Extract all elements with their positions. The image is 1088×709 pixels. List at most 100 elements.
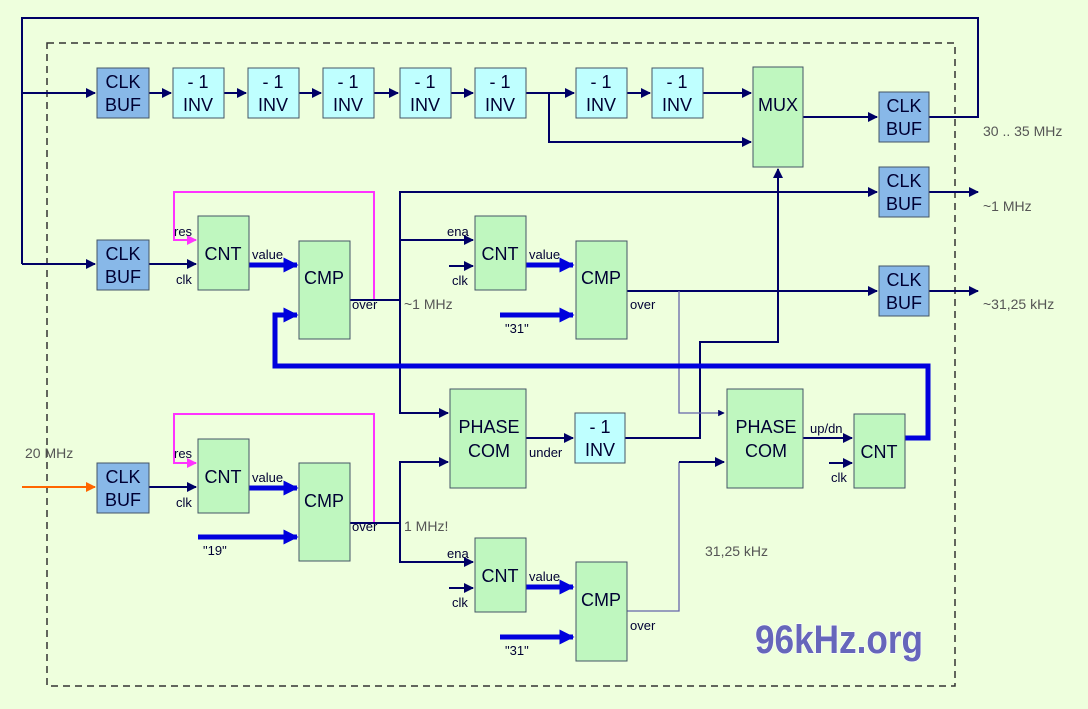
wires bbox=[21, 17, 979, 645]
cnt-5: CNT bbox=[853, 413, 906, 489]
const-19: "19" bbox=[203, 543, 227, 558]
cnt-1: CNT bbox=[197, 215, 250, 291]
label-1mhz-excl: 1 MHz! bbox=[404, 518, 448, 534]
port-value-2: value bbox=[529, 247, 560, 262]
port-res-1: res bbox=[174, 224, 193, 239]
clk-buf-e: CLK BUF bbox=[878, 166, 930, 218]
cmp-2: CMP bbox=[575, 240, 628, 340]
wire-mux-bypass bbox=[548, 93, 752, 147]
label-20mhz-in: 20 MHz bbox=[25, 445, 73, 461]
port-over-2: over bbox=[630, 297, 656, 312]
clk-buf-e-line1: CLK bbox=[886, 171, 921, 191]
frequency-labels: 30 .. 35 MHz ~1 MHz ~31,25 kHz ~1 MHz 1 … bbox=[25, 123, 1062, 559]
cnt-3: CNT bbox=[197, 438, 250, 514]
cnt-5-label: CNT bbox=[861, 442, 898, 462]
clk-buf-d-line2: BUF bbox=[886, 119, 922, 139]
phase-com-2: PHASE COM bbox=[726, 388, 804, 489]
inv-6-line1: - 1 bbox=[590, 72, 611, 92]
port-clk-5: clk bbox=[831, 470, 847, 485]
inv-8: - 1 INV bbox=[574, 412, 626, 464]
cnt-3-label: CNT bbox=[205, 467, 242, 487]
inv-4-line2: INV bbox=[410, 95, 440, 115]
clk-buf-e-line2: BUF bbox=[886, 194, 922, 214]
phase-com-2-line1: PHASE bbox=[735, 417, 796, 437]
port-over-3: over bbox=[352, 519, 378, 534]
inv-6-line2: INV bbox=[586, 95, 616, 115]
port-clk-4: clk bbox=[452, 595, 468, 610]
port-value-4: value bbox=[529, 569, 560, 584]
inv-8-line2: INV bbox=[585, 440, 615, 460]
cmp-1: CMP bbox=[298, 240, 351, 340]
clk-buf-c-line1: CLK bbox=[105, 467, 140, 487]
wire-31k-b bbox=[627, 462, 680, 612]
clk-buf-b-line1: CLK bbox=[105, 244, 140, 264]
label-out-31khz: ~31,25 kHz bbox=[983, 296, 1054, 312]
port-clk-2: clk bbox=[452, 273, 468, 288]
inv-1-line2: INV bbox=[183, 95, 213, 115]
label-out-1mhz: ~1 MHz bbox=[983, 198, 1032, 214]
inv-3-line2: INV bbox=[333, 95, 363, 115]
port-over-1: over bbox=[352, 297, 378, 312]
clk-buf-c-line2: BUF bbox=[105, 490, 141, 510]
phase-com-1-line1: PHASE bbox=[458, 417, 519, 437]
cnt-2-label: CNT bbox=[482, 244, 519, 264]
clk-buf-b-line2: BUF bbox=[105, 267, 141, 287]
cnt-4-label: CNT bbox=[482, 566, 519, 586]
port-value-1: value bbox=[252, 247, 283, 262]
inv-5-line1: - 1 bbox=[489, 72, 510, 92]
wire-1mhz-b bbox=[350, 457, 449, 524]
port-labels: res clk value over ena clk value over re… bbox=[174, 224, 847, 658]
cmp-2-label: CMP bbox=[581, 268, 621, 288]
inv-7-line1: - 1 bbox=[666, 72, 687, 92]
port-ena-4: ena bbox=[447, 546, 469, 561]
bus-updn-feedback bbox=[272, 307, 931, 441]
cnt-2: CNT bbox=[474, 215, 527, 291]
label-31khz-mid: 31,25 kHz bbox=[705, 543, 768, 559]
wire-to-phase2 bbox=[678, 291, 725, 417]
inv-7: - 1 INV bbox=[651, 67, 704, 119]
port-clk-1: clk bbox=[176, 272, 192, 287]
phase-com-2-line2: COM bbox=[745, 441, 787, 461]
clk-buf-a: CLK BUF bbox=[96, 67, 150, 119]
cmp-1-label: CMP bbox=[304, 268, 344, 288]
clk-buf-f: CLK BUF bbox=[878, 265, 930, 317]
inv-1-line1: - 1 bbox=[187, 72, 208, 92]
wire-to-phase1 bbox=[399, 300, 449, 418]
clk-buf-d-line1: CLK bbox=[886, 96, 921, 116]
inv-7-line2: INV bbox=[662, 95, 692, 115]
wire-1mhz-trunk bbox=[350, 187, 878, 301]
clk-buf-b: CLK BUF bbox=[96, 239, 150, 291]
cmp-3: CMP bbox=[298, 462, 351, 562]
const-31-b: "31" bbox=[505, 643, 529, 658]
inv-3: - 1 INV bbox=[322, 67, 375, 119]
clk-buf-f-line1: CLK bbox=[886, 270, 921, 290]
wire-reset-3 bbox=[173, 413, 375, 523]
label-30-35-mhz: 30 .. 35 MHz bbox=[983, 123, 1062, 139]
port-updn: up/dn bbox=[810, 421, 843, 436]
inv-2: - 1 INV bbox=[247, 67, 300, 119]
const-31-a: "31" bbox=[505, 321, 529, 336]
wire-mux-select bbox=[625, 168, 783, 439]
port-ena-2: ena bbox=[447, 224, 469, 239]
inv-2-line1: - 1 bbox=[262, 72, 283, 92]
inv-4: - 1 INV bbox=[399, 67, 452, 119]
inv-1: - 1 INV bbox=[172, 67, 225, 119]
port-clk-3: clk bbox=[176, 495, 192, 510]
inv-5-line2: INV bbox=[485, 95, 515, 115]
cnt-1-label: CNT bbox=[205, 244, 242, 264]
clk-buf-d: CLK BUF bbox=[878, 91, 930, 143]
cnt-4: CNT bbox=[474, 537, 527, 613]
port-over-4: over bbox=[630, 618, 656, 633]
port-res-3: res bbox=[174, 446, 193, 461]
clk-buf-a-line2: BUF bbox=[105, 95, 141, 115]
cmp-4-label: CMP bbox=[581, 590, 621, 610]
phase-com-1-line2: COM bbox=[468, 441, 510, 461]
wire-reset-1 bbox=[173, 191, 375, 300]
cmp-4: CMP bbox=[575, 561, 628, 662]
label-mid-1mhz: ~1 MHz bbox=[404, 296, 453, 312]
inv-4-line1: - 1 bbox=[414, 72, 435, 92]
clk-buf-c: CLK BUF bbox=[96, 462, 150, 514]
inv-6: - 1 INV bbox=[575, 67, 628, 119]
feedback-wire bbox=[21, 17, 979, 264]
